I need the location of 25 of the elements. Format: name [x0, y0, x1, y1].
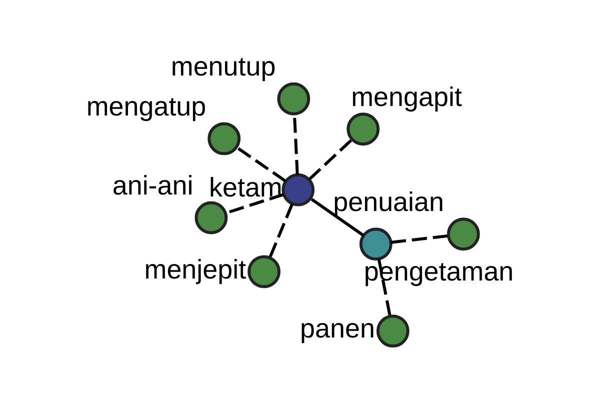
node-circle: [359, 228, 392, 261]
connector: [310, 198, 364, 237]
connector: [236, 146, 286, 182]
node-circle: [208, 122, 241, 156]
node-label: mengapit: [351, 82, 462, 112]
connector: [226, 193, 284, 214]
node-label: panen: [300, 314, 375, 344]
node-label: penuaian: [333, 186, 444, 217]
node-circle: [248, 255, 280, 288]
node-circle: [194, 201, 228, 234]
node-label: ani-ani: [112, 170, 194, 200]
node-circle: [446, 218, 480, 251]
connector: [377, 258, 392, 316]
connector: [390, 234, 449, 244]
node-label: mengatup: [86, 91, 206, 122]
node-label: menjepit: [144, 254, 246, 284]
node-circle: [376, 314, 410, 348]
node-circle: [346, 112, 380, 146]
node-label: pengetaman: [364, 256, 514, 287]
node-label: ketam: [209, 172, 282, 202]
node-circle: [282, 173, 315, 206]
node-circle: [277, 82, 310, 116]
node-label: menutup: [170, 52, 276, 82]
connector: [308, 138, 353, 180]
connector: [268, 204, 294, 258]
